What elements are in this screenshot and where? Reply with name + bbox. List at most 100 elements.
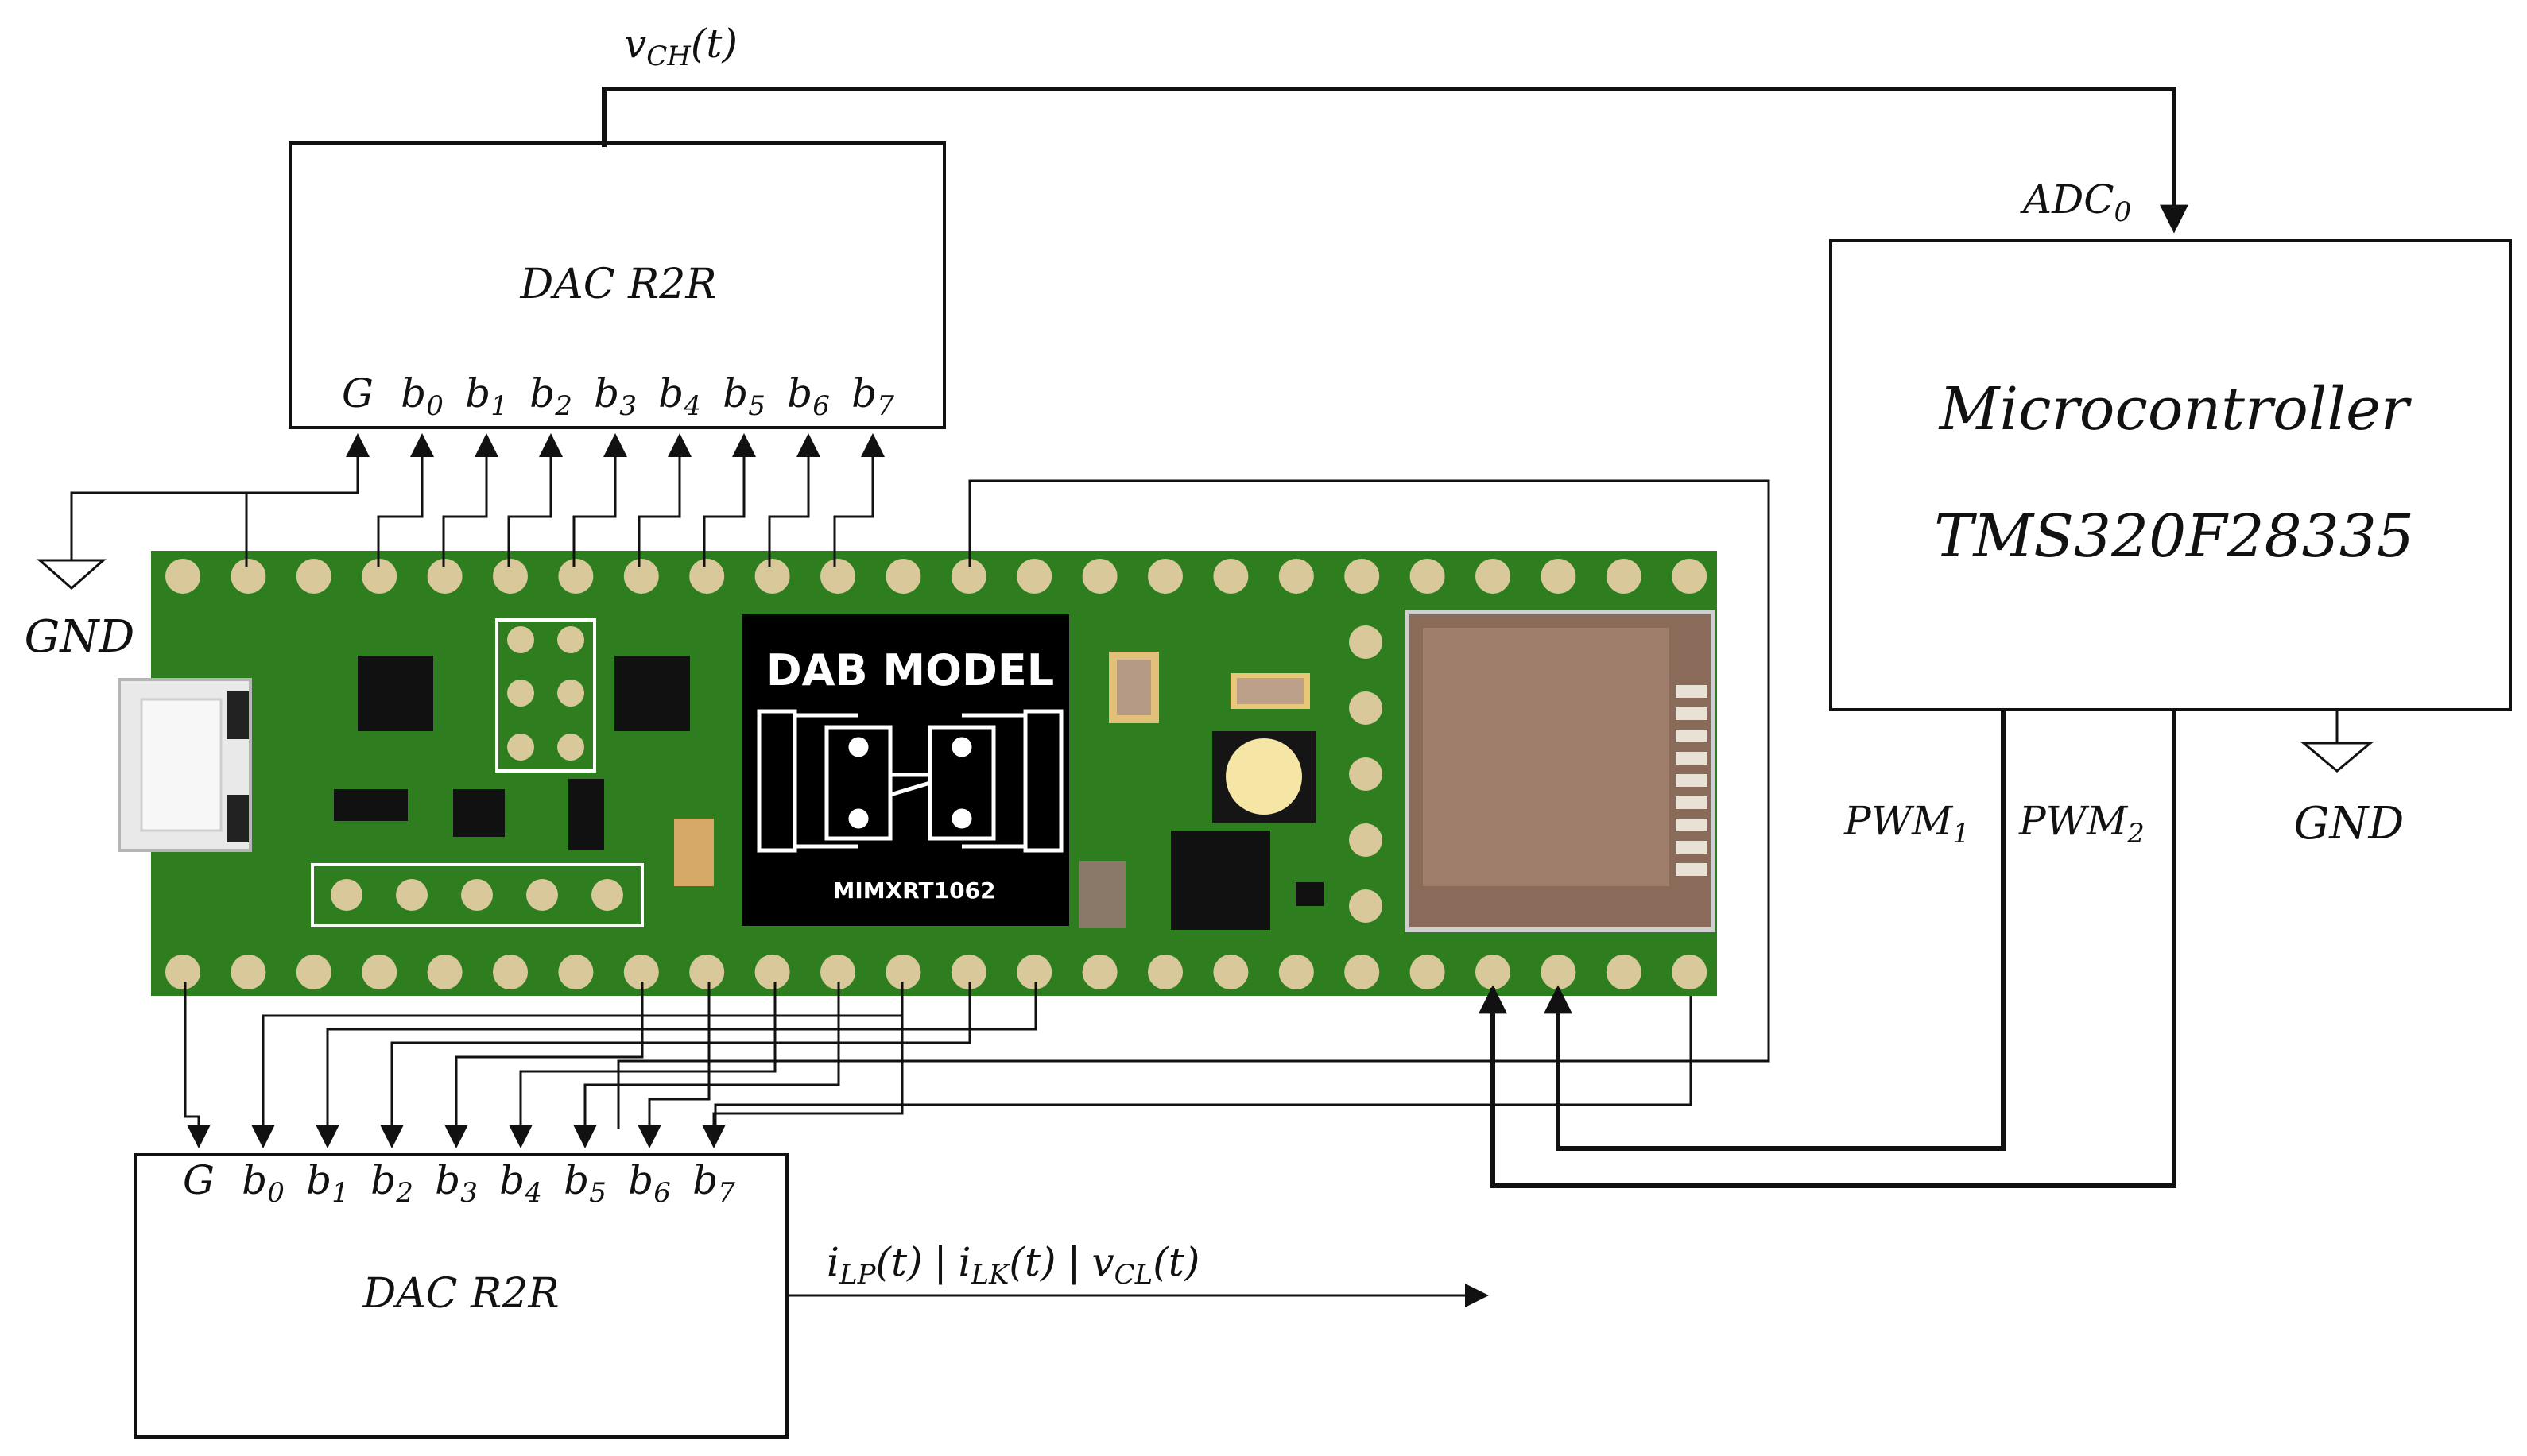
pin-pad <box>622 557 661 595</box>
pin-pad <box>557 626 584 653</box>
pin-pad <box>1277 953 1316 991</box>
dac-bit-wire <box>251 982 904 1148</box>
pin-pad <box>229 557 268 595</box>
adc0-label: ADC0 <box>2020 176 2131 228</box>
pin-pad <box>164 557 202 595</box>
sd-contact <box>1676 730 1707 742</box>
pin-pad <box>1343 953 1382 991</box>
microcontroller-box <box>1829 239 2512 711</box>
dac-pin-label: b7 <box>692 1157 735 1209</box>
dac-bit-wire <box>703 433 756 567</box>
sd-contact <box>1676 819 1707 831</box>
dac-bit-wire <box>507 433 563 567</box>
dac-pin-label: b5 <box>564 1157 607 1209</box>
pin-pad <box>1211 557 1250 595</box>
mcu-gnd-icon <box>2300 742 2374 773</box>
pin-pad <box>753 557 792 595</box>
pin-pad <box>1349 823 1382 857</box>
pin-pad <box>1474 953 1512 991</box>
dac-bit-wire <box>638 982 711 1148</box>
pin-pads-right <box>1349 625 1382 923</box>
dac-pin-label: b6 <box>787 370 830 422</box>
microcontroller-title: Microcontroller <box>1938 375 2413 443</box>
dac-bit-wire <box>702 982 904 1148</box>
ic-chip <box>358 656 433 731</box>
pin-pad <box>1015 953 1054 991</box>
bottom-dac-box <box>134 1153 789 1439</box>
pin-pad <box>294 953 333 991</box>
pin-pads-top <box>164 557 1709 595</box>
microcontroller: Microcontroller TMS320F28335 ADC0 PWM1 P… <box>1829 176 2512 850</box>
dac-pin-label: b7 <box>851 370 894 422</box>
pin-pad <box>556 953 595 991</box>
mcu-gnd-label: GND <box>2294 798 2405 850</box>
ic-chip <box>614 656 690 731</box>
dac-pin-label: b5 <box>723 370 765 422</box>
dac-bit-wire <box>572 433 627 567</box>
pwm1-wire <box>1544 710 2006 1151</box>
dac-pin-label: b4 <box>499 1157 542 1209</box>
dac-pin-label: b0 <box>242 1157 285 1209</box>
teensy-board: DAB MODEL MIMXRT1062 <box>118 551 1717 996</box>
wires-bottom-dac <box>184 982 1037 1148</box>
gnd-wire <box>70 491 248 567</box>
pin-pad <box>1211 953 1250 991</box>
pin-pad <box>491 953 529 991</box>
dac-bit-wire <box>833 433 885 567</box>
pin-pad <box>556 557 595 595</box>
chip-part-number: MIMXRT1062 <box>832 877 995 904</box>
pin-pad <box>1604 557 1643 595</box>
pwm2-label: PWM2 <box>2018 798 2145 850</box>
dac-bit-wire <box>442 433 498 567</box>
pin-pad <box>688 953 727 991</box>
pin-pad <box>360 953 399 991</box>
pin-pad <box>526 879 558 911</box>
sd-contact <box>1676 796 1707 809</box>
dac-pin-label: b4 <box>658 370 701 422</box>
dac-bit-wire <box>444 982 644 1148</box>
pin-pad <box>1670 953 1709 991</box>
dac-pin-label: G <box>183 1157 215 1203</box>
pin-pad <box>557 680 584 707</box>
chip-label: DAB MODEL <box>766 645 1054 695</box>
pin-pad <box>425 953 464 991</box>
dac-bit-wire <box>380 982 971 1148</box>
vch-to-adc-wire <box>602 87 2188 234</box>
pin-pad <box>491 557 529 595</box>
dac-pin-label: b0 <box>401 370 444 422</box>
pin-pad <box>884 557 923 595</box>
sd-contact <box>1676 863 1707 876</box>
pin-pad <box>331 879 362 911</box>
pin-pad <box>1539 953 1578 991</box>
gnd-label: GND <box>25 611 135 663</box>
pin-pad <box>294 557 333 595</box>
dab-circuit-icon <box>757 709 1064 853</box>
pin-pad <box>396 879 428 911</box>
dac-pin-label: b3 <box>435 1157 478 1209</box>
pin-pad <box>229 953 268 991</box>
pin-pad <box>753 953 792 991</box>
sd-contact <box>1676 774 1707 787</box>
pin-pad <box>819 557 857 595</box>
dac-bit-wire <box>573 982 840 1148</box>
dac-bit-wire <box>768 433 820 567</box>
sd-contact <box>1676 841 1707 854</box>
vch-signal-label: vCH(t) <box>624 21 738 72</box>
pwm2-wire <box>1479 710 2176 1188</box>
pwm1-label: PWM1 <box>1843 798 1970 850</box>
pin-pad <box>507 626 534 653</box>
pin-pad <box>507 680 534 707</box>
pin-pad <box>1474 557 1512 595</box>
wires-top-dac <box>246 433 885 567</box>
dac-pin-label: b1 <box>306 1157 349 1209</box>
dac-pin-label: G <box>342 370 374 416</box>
pin-pad <box>1080 953 1119 991</box>
dac-bit-wire <box>316 982 1037 1148</box>
pin-pad <box>507 734 534 761</box>
sd-contact <box>1676 707 1707 720</box>
